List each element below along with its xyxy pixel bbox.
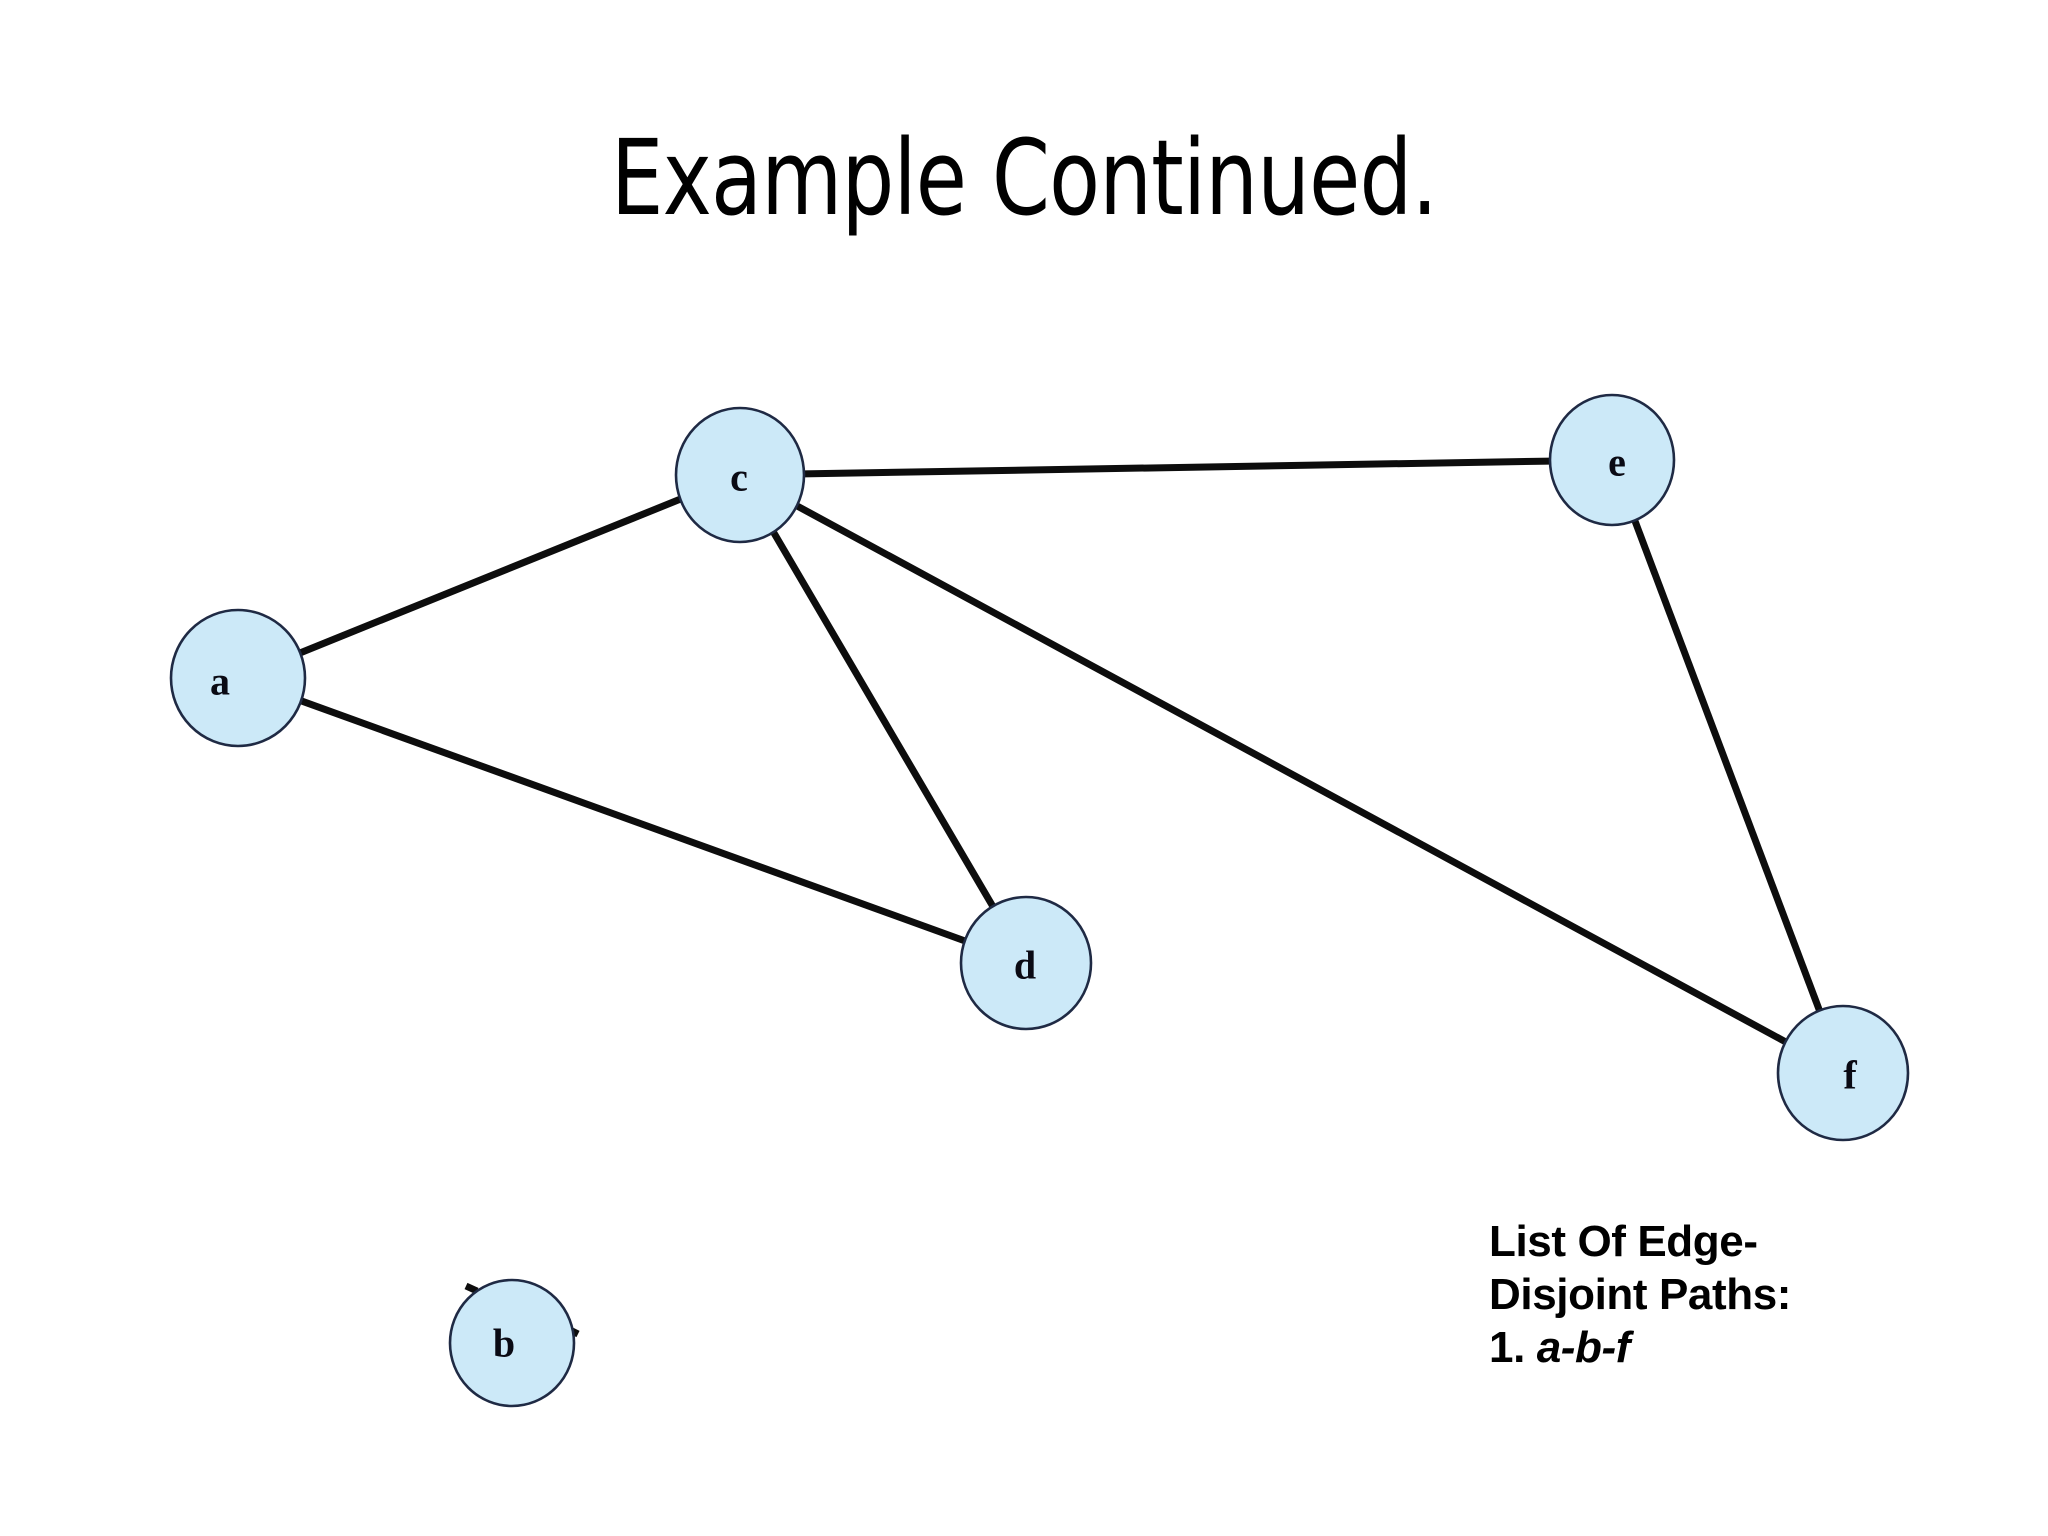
edge-a-d bbox=[299, 697, 966, 945]
graph-node-e[interactable]: e bbox=[1548, 393, 1676, 527]
graph-node-label-c: c bbox=[730, 455, 748, 500]
graph-node-d[interactable]: d bbox=[959, 895, 1093, 1031]
graph-node-c[interactable]: c bbox=[674, 406, 806, 544]
graph-node-b[interactable]: b bbox=[448, 1278, 576, 1408]
graph-node-circle-e bbox=[1548, 393, 1676, 527]
graph-nodes-layer: a b c d e f bbox=[169, 393, 1910, 1408]
legend-heading-line-1: List Of Edge- bbox=[1489, 1217, 1758, 1266]
graph-edges-layer bbox=[298, 457, 1823, 1045]
legend-path-row: 1. a-b-f bbox=[1489, 1322, 1959, 1375]
graph-node-label-e: e bbox=[1608, 440, 1626, 485]
graph-node-a[interactable]: a bbox=[169, 608, 307, 748]
edge-e-f bbox=[1631, 519, 1823, 1012]
graph-node-circle-d bbox=[959, 895, 1093, 1031]
edge-c-e bbox=[803, 457, 1551, 478]
edge-c-d bbox=[770, 530, 996, 909]
edge-c-f bbox=[795, 502, 1788, 1045]
graph-node-label-f: f bbox=[1843, 1053, 1857, 1098]
legend-path-number: 1. bbox=[1489, 1322, 1525, 1372]
graph-node-label-d: d bbox=[1014, 943, 1036, 988]
graph-node-label-b: b bbox=[493, 1321, 515, 1366]
page-title: Example Continued. bbox=[610, 117, 1438, 239]
legend-path-value: a-b-f bbox=[1536, 1322, 1631, 1372]
graph-node-circle-a bbox=[169, 608, 307, 748]
graph-node-circle-f bbox=[1776, 1004, 1910, 1142]
legend-heading-line-2: Disjoint Paths: bbox=[1489, 1269, 1792, 1319]
graph-node-f[interactable]: f bbox=[1776, 1004, 1910, 1142]
edge-a-c bbox=[298, 495, 682, 657]
graph-node-label-a: a bbox=[210, 659, 230, 704]
graph-node-circle-c bbox=[674, 406, 806, 544]
graph-node-circle-b bbox=[448, 1278, 576, 1408]
edge-disjoint-paths-legend: List Of Edge- Disjoint Paths: 1. a-b-f bbox=[1489, 1216, 1959, 1374]
edge-stub-b-topleft bbox=[464, 1282, 479, 1295]
